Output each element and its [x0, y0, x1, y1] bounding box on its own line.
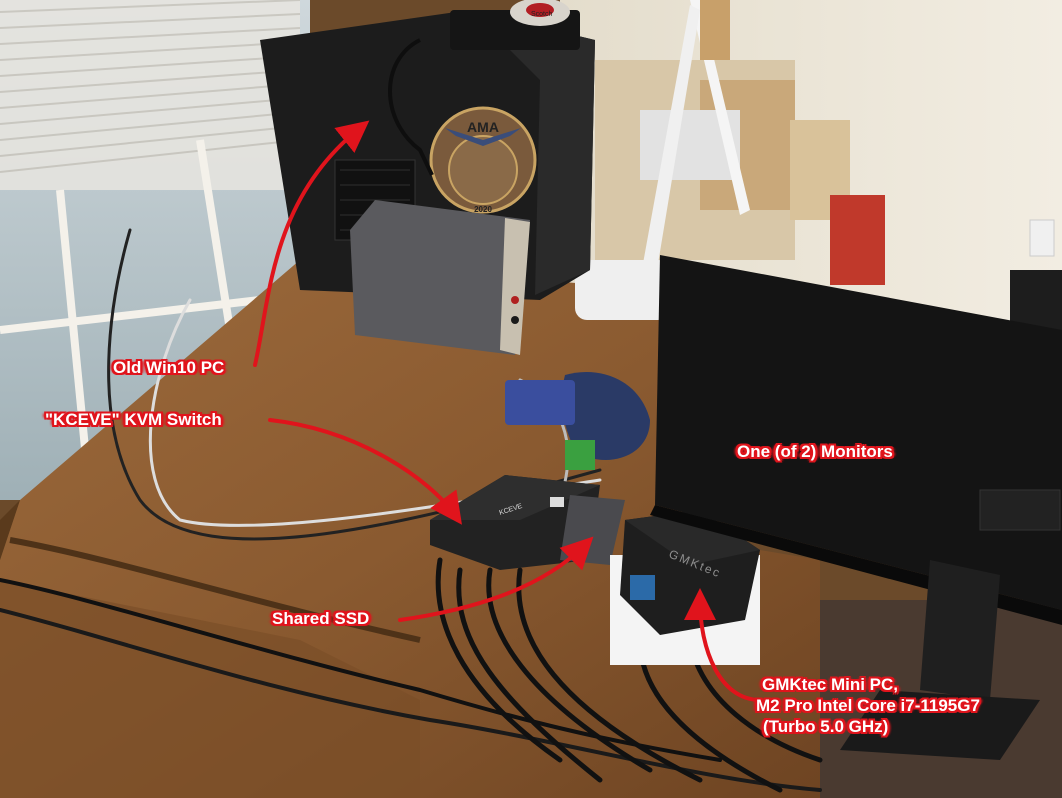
power-supply [350, 200, 530, 355]
ama-sticker: AMA 2020 [429, 106, 537, 214]
desk-lamp [575, 0, 750, 320]
label-monitor: One (of 2) Monitors [737, 442, 893, 461]
label-mini-pc-line1: GMKtec Mini PC, [762, 675, 899, 694]
svg-text:AMA: AMA [467, 119, 499, 135]
svg-text:2020: 2020 [474, 205, 492, 214]
label-shared-ssd: Shared SSD [272, 609, 370, 628]
monitor-stand [840, 690, 1040, 760]
blue-glove [562, 372, 650, 460]
label-mini-pc-line3: (Turbo 5.0 GHz) [763, 717, 889, 736]
monitor [650, 255, 1062, 760]
kvm-switch: KCEVE [430, 475, 600, 570]
chair [1010, 270, 1062, 330]
blue-box [505, 380, 575, 425]
annotation-arrows [253, 120, 762, 702]
wall-outlet [1029, 219, 1055, 257]
window-blinds [0, 0, 301, 190]
label-old-pc: Old Win10 PC [113, 358, 225, 377]
desk-front [0, 580, 420, 798]
gmktec-mini-pc: GMKtec [610, 510, 760, 665]
label-kvm-switch: "KCEVE" KVM Switch [45, 410, 222, 429]
label-mini-pc-line2: M2 Pro Intel Core i7-1195G7 [756, 696, 980, 715]
scotch-tape: Scotch [510, 0, 570, 26]
cables [0, 228, 823, 793]
svg-text:Scotch: Scotch [531, 11, 553, 18]
